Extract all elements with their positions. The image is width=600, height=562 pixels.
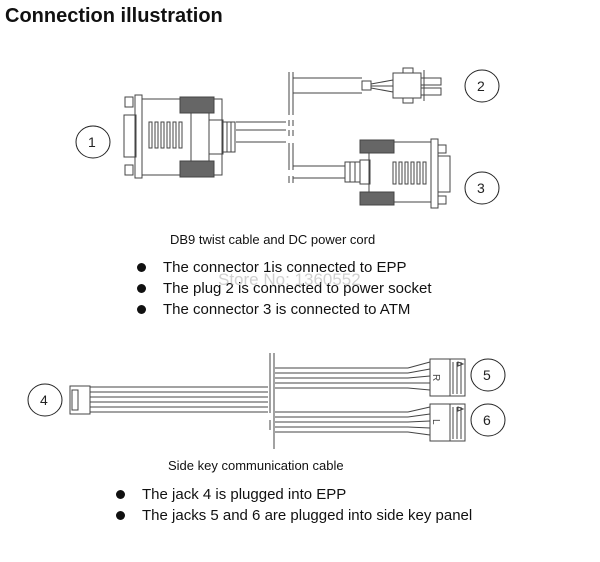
callout-1-text: 1	[88, 134, 96, 150]
callout-2: 2	[464, 69, 500, 103]
callout-1: 1	[75, 125, 111, 159]
callout-6-text: 6	[483, 412, 491, 428]
bullet-item: The jack 4 is plugged into EPP	[116, 484, 472, 505]
bullet-item: The connector 3 is connected to ATM	[137, 299, 432, 320]
bullet-item: The plug 2 is connected to power socket	[137, 278, 432, 299]
db9-connector-1	[123, 94, 286, 179]
section2-bullet-list: The jack 4 is plugged into EPP The jacks…	[116, 484, 472, 526]
bullet-dot-icon	[137, 305, 146, 314]
callout-3: 3	[464, 171, 500, 205]
split-marks	[269, 353, 275, 449]
bullet-dot-icon	[137, 263, 146, 272]
side-key-cable-diagram: 4	[27, 353, 506, 449]
callout-5: 5	[470, 358, 506, 392]
section1-bullet-list: The connector 1is connected to EPP The p…	[137, 257, 432, 320]
section2-caption: Side key communication cable	[168, 458, 344, 473]
bullet-dot-icon	[116, 511, 125, 520]
jack-4	[69, 385, 268, 415]
callout-3-text: 3	[477, 180, 485, 196]
bullet-item: The connector 1is connected to EPP	[137, 257, 432, 278]
jack-5	[275, 358, 466, 397]
section1-caption: DB9 twist cable and DC power cord	[170, 232, 376, 247]
callout-2-text: 2	[477, 78, 485, 94]
bullet-item: The jacks 5 and 6 are plugged into side …	[116, 505, 472, 526]
callout-4: 4	[27, 383, 63, 417]
cable-break-marks	[288, 72, 294, 183]
bullet-dot-icon	[137, 284, 146, 293]
bullet-dot-icon	[116, 490, 125, 499]
callout-6: 6	[470, 403, 506, 437]
jack-5-mark: R	[430, 374, 441, 381]
db9-cable-diagram: 1	[75, 67, 500, 209]
callout-4-text: 4	[40, 392, 48, 408]
page-title: Connection illustration	[5, 5, 223, 27]
dc-power-plug-2	[293, 67, 442, 104]
callout-5-text: 5	[483, 367, 491, 383]
jack-6	[275, 403, 466, 442]
watermark: Store No: 1360552	[218, 270, 361, 289]
db9-connector-3	[293, 138, 451, 209]
jack-6-mark: L	[430, 419, 441, 425]
